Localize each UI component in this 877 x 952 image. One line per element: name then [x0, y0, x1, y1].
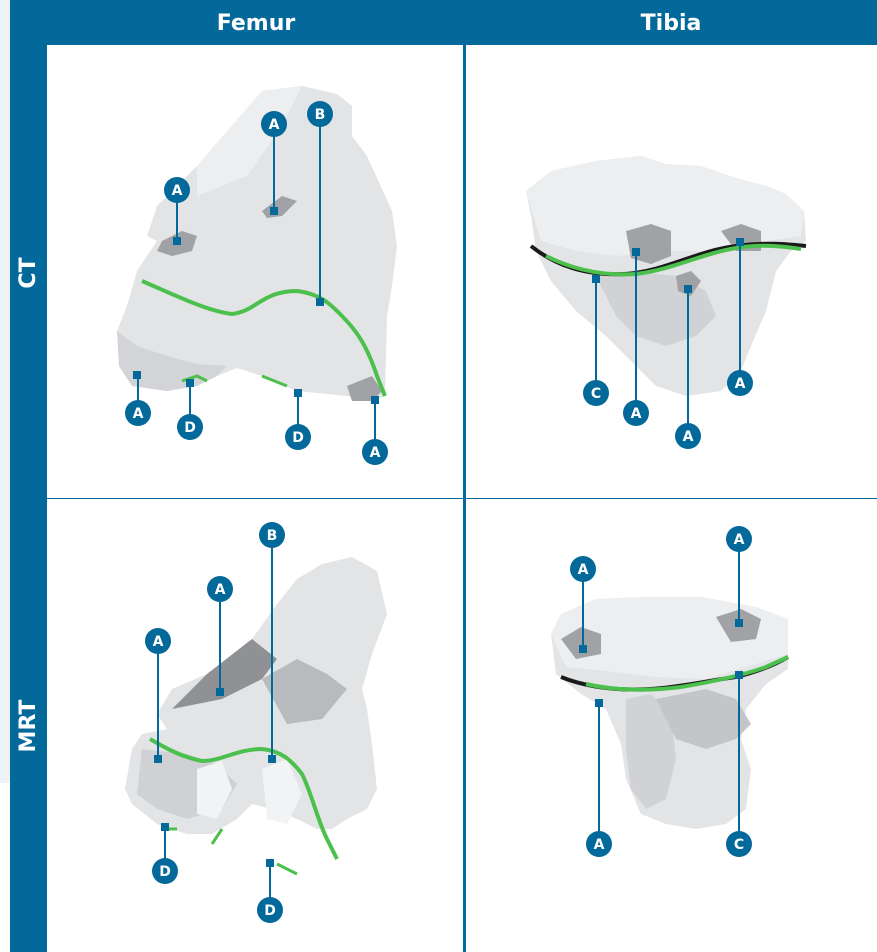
callout-label: B	[315, 107, 326, 123]
cell-mrt-femur: B A A D D	[47, 499, 463, 952]
callout-label: A	[578, 562, 589, 578]
callout-label: B	[267, 528, 278, 544]
callout-label: D	[184, 420, 196, 436]
femur-contour-green	[277, 864, 297, 874]
column-title-femur: Femur	[47, 10, 465, 38]
tibia-marked-region	[626, 224, 671, 264]
row-title-mrt: MRT	[15, 666, 43, 786]
ct-tibia-illustration: C A A A	[466, 46, 877, 498]
row-header-bar	[10, 45, 47, 952]
cell-mrt-tibia: A A A C	[466, 499, 877, 952]
callout-label: A	[133, 406, 144, 422]
callout-label: C	[591, 386, 601, 402]
callout-label: A	[594, 837, 605, 853]
callout-label: A	[172, 183, 183, 199]
callout-label: A	[269, 117, 280, 133]
column-title-tibia: Tibia	[465, 10, 877, 38]
mrt-tibia-illustration: A A A C	[466, 499, 877, 952]
cell-ct-femur: A B A A D D A	[47, 46, 463, 498]
callout-label: A	[370, 445, 381, 461]
callout-label: D	[264, 903, 276, 919]
row-title-ct: CT	[15, 213, 43, 333]
mrt-femur-illustration: B A A D D	[47, 499, 463, 952]
callout-label: A	[153, 634, 164, 650]
callout-label: A	[631, 406, 642, 422]
callout-label: D	[292, 430, 304, 446]
callout-label: A	[735, 376, 746, 392]
callout-label: D	[159, 864, 171, 880]
callout-label: A	[683, 429, 694, 445]
callout-label: A	[215, 582, 226, 598]
callout-label: C	[734, 837, 744, 853]
ct-femur-illustration: A B A A D D A	[47, 46, 463, 498]
left-margin-blank	[0, 783, 10, 952]
callout-label: A	[734, 532, 745, 548]
cell-ct-tibia: C A A A	[466, 46, 877, 498]
